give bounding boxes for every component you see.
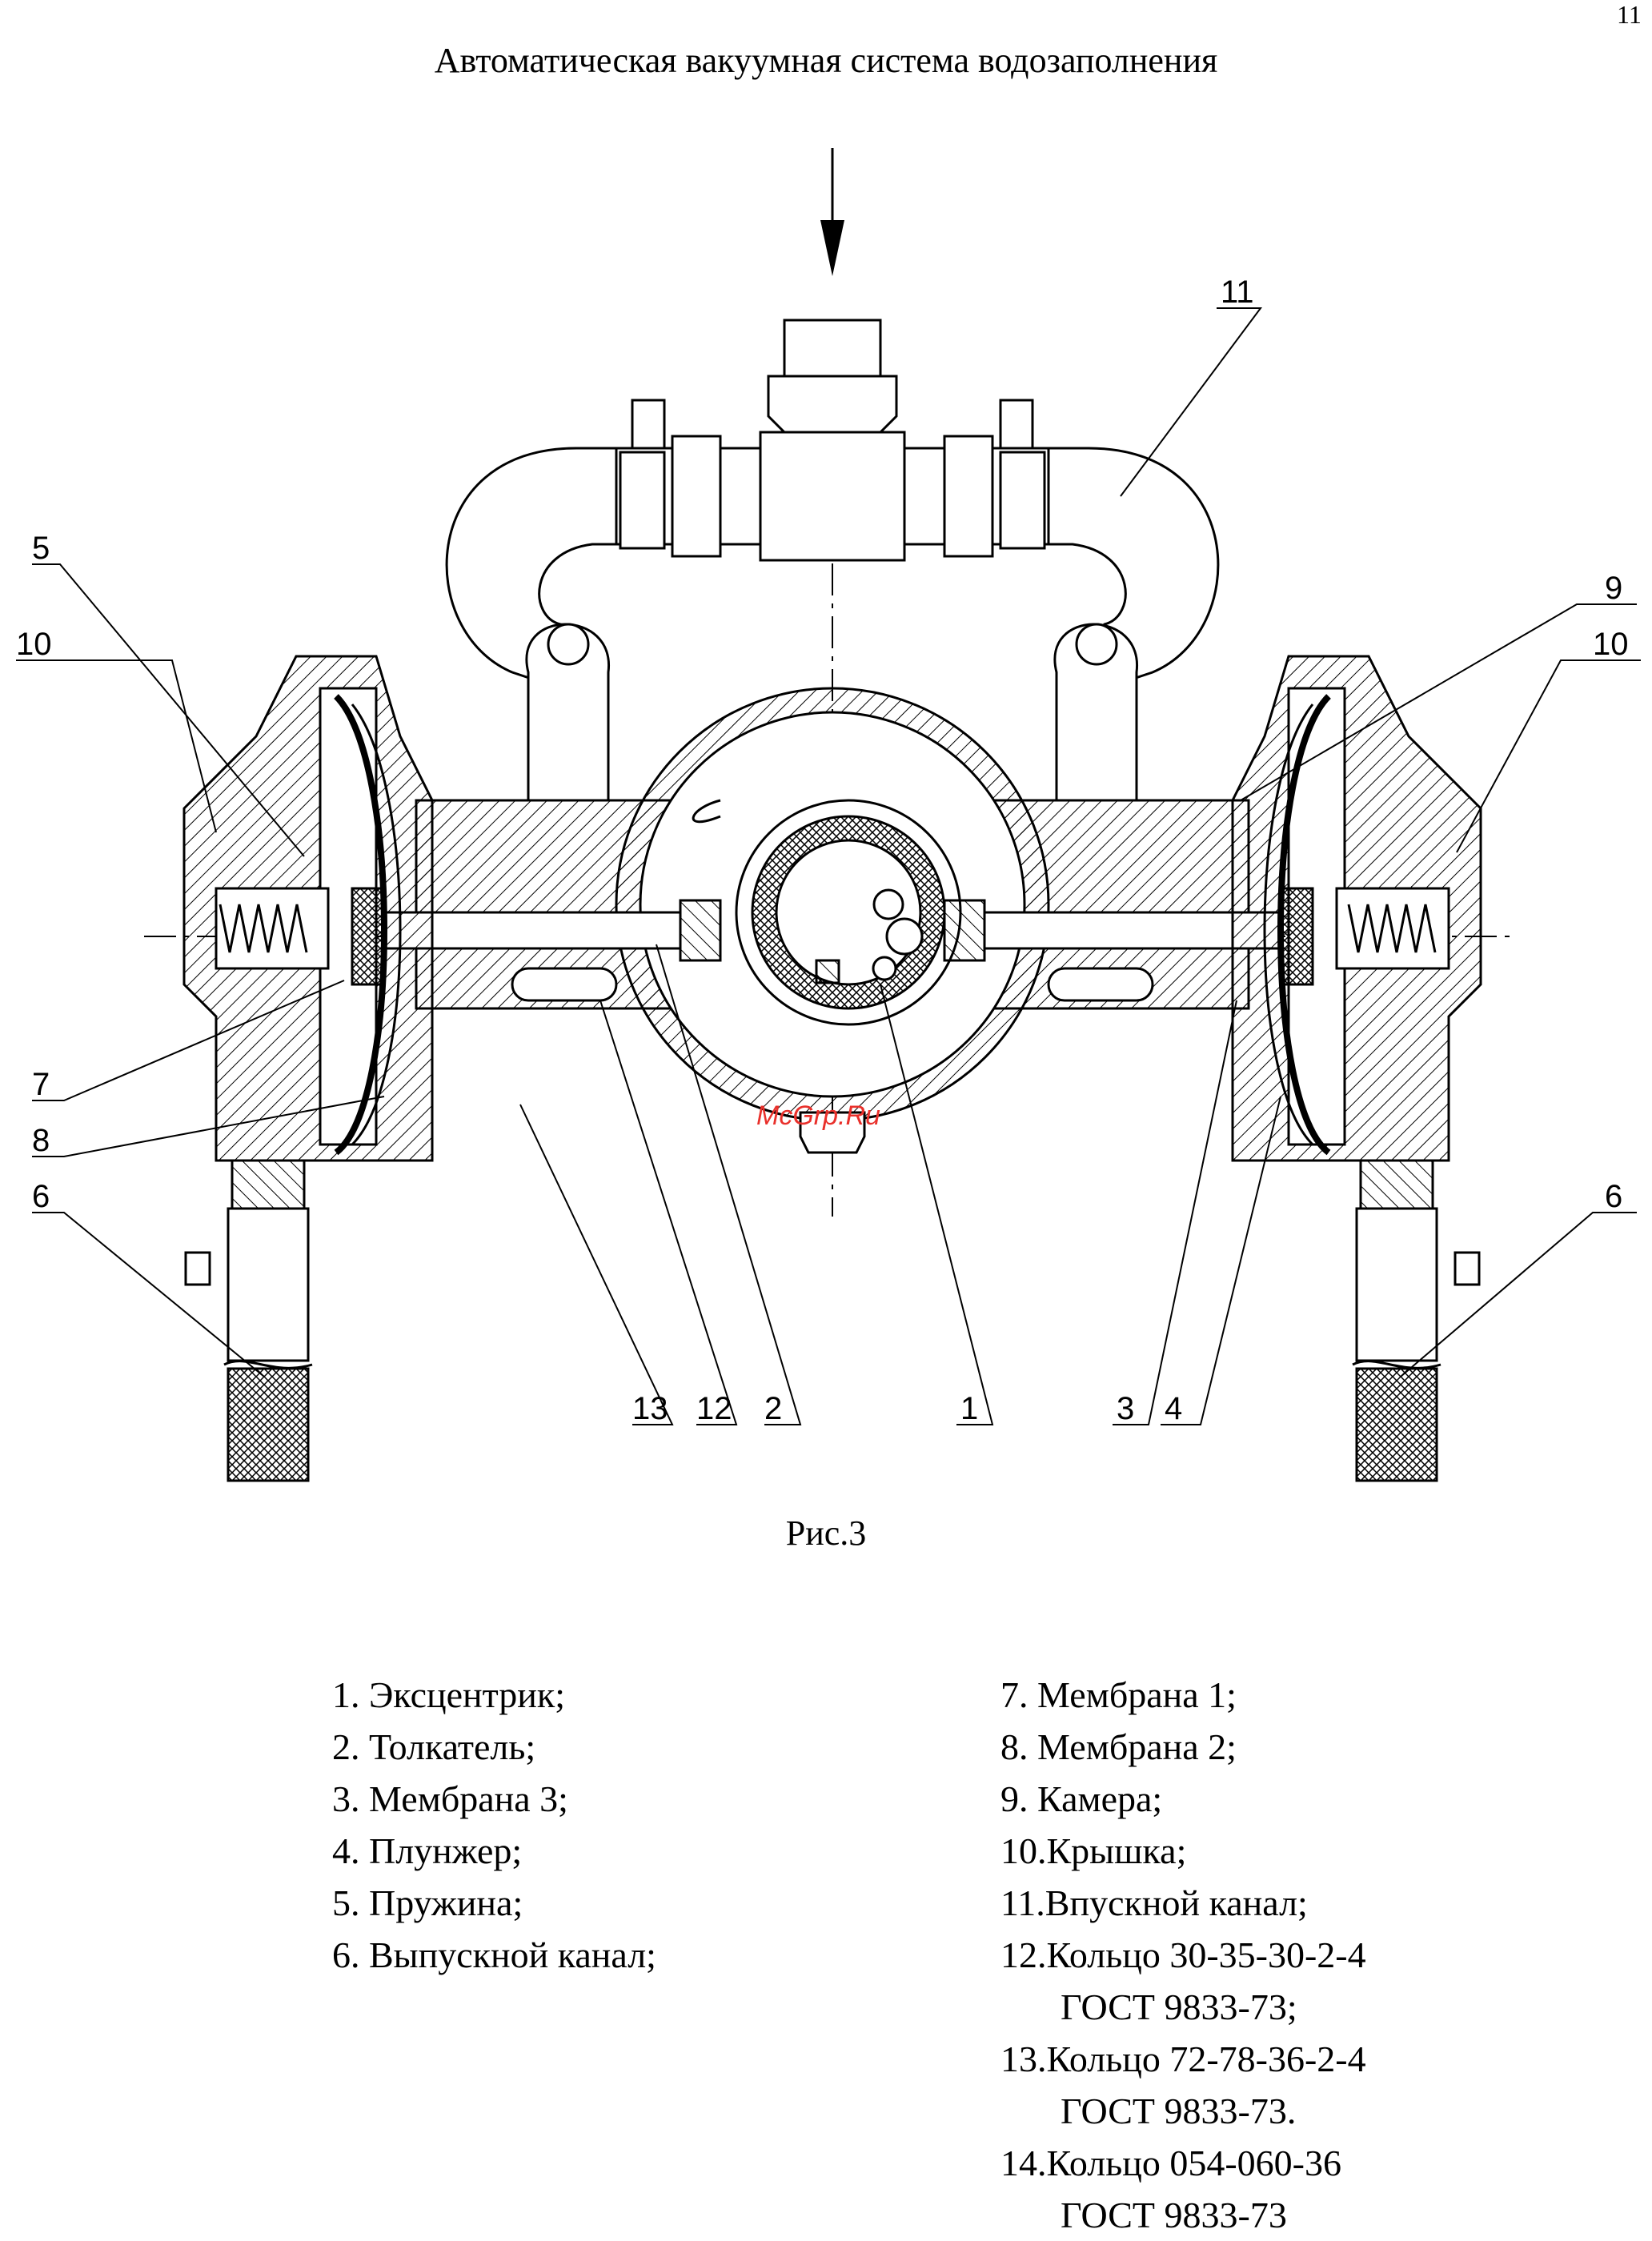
- callout-7: 7: [32, 1067, 50, 1102]
- legend-item: 13.Кольцо 72-78-36-2-4: [1000, 2039, 1366, 2079]
- callout-6-right: 6: [1605, 1179, 1622, 1214]
- legend-item: 6. Выпускной канал;: [332, 1934, 656, 1975]
- callout-12: 12: [696, 1391, 732, 1426]
- legend-item-continuation: ГОСТ 9833-73: [1061, 2195, 1287, 2235]
- callout-1: 1: [960, 1391, 978, 1426]
- legend-item: 3. Мембрана 3;: [332, 1778, 568, 1819]
- legend-item-continuation: ГОСТ 9833-73;: [1061, 1986, 1297, 2027]
- legend-item: 4. Плунжер;: [332, 1830, 523, 1871]
- callout-8: 8: [32, 1123, 50, 1158]
- left-pump-head: [182, 655, 434, 1210]
- watermark: McGrp.Ru: [756, 1100, 880, 1131]
- page-title: Автоматическая вакуумная система водозап…: [434, 41, 1218, 80]
- leader-lines: [16, 307, 1641, 1425]
- callout-13: 13: [632, 1391, 668, 1426]
- callout-6-left: 6: [32, 1179, 50, 1214]
- legend-item: 14.Кольцо 054-060-36: [1000, 2143, 1341, 2183]
- pump-cross-section-drawing: 5 10 7 8 6 11 9 10 6 13 12 2 1 3 4 McGrp…: [16, 148, 1641, 1482]
- eccentric-housing: [415, 687, 1250, 1154]
- pusher-rods: [383, 899, 1282, 1002]
- legend-item: 9. Камера;: [1000, 1778, 1163, 1819]
- legend-item: 11.Впускной канал;: [1000, 1882, 1308, 1923]
- callout-9: 9: [1605, 571, 1622, 606]
- callout-labels: 5 10 7 8 6 11 9 10 6 13 12 2 1 3 4: [16, 275, 1629, 1426]
- legend-item: 10.Крышка;: [1000, 1830, 1187, 1871]
- callout-11: 11: [1221, 275, 1254, 310]
- callout-3: 3: [1117, 1391, 1134, 1426]
- legend-item: 1. Эксцентрик;: [332, 1674, 566, 1715]
- right-pump-head: [1231, 655, 1482, 1210]
- legend-item-continuation: ГОСТ 9833-73.: [1061, 2091, 1297, 2131]
- callout-4: 4: [1165, 1391, 1182, 1426]
- legend-item: 8. Мембрана 2;: [1000, 1726, 1237, 1767]
- callout-10-left: 10: [16, 627, 52, 662]
- figure-caption: Рис.3: [785, 1513, 867, 1553]
- legend-right-column: 7. Мембрана 1; 8. Мембрана 2; 9. Камера; 10…: [1000, 1669, 1366, 2241]
- page-number: 11: [1617, 0, 1642, 29]
- legend-left-column: 1. Эксцентрик; 2. Толкатель; 3. Мембрана 3…: [332, 1669, 656, 1981]
- legend-item: 7. Мембрана 1;: [1000, 1674, 1237, 1715]
- upper-hoses: [525, 623, 1138, 802]
- legend-item: 2. Толкатель;: [332, 1726, 536, 1767]
- callout-5: 5: [32, 531, 50, 566]
- callout-10-right: 10: [1593, 627, 1629, 662]
- inlet-arrow: [820, 148, 844, 276]
- outlet-pipes: [184, 1207, 1481, 1482]
- inlet-manifold: [445, 319, 1220, 691]
- legend-item: 5. Пружина;: [332, 1882, 523, 1923]
- callout-2: 2: [764, 1391, 782, 1426]
- legend-item: 12.Кольцо 30-35-30-2-4: [1000, 1934, 1366, 1975]
